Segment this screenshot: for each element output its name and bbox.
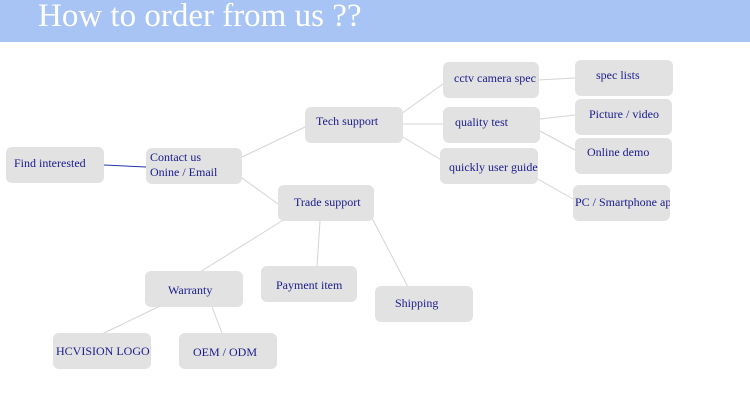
link-tech-guide	[400, 135, 444, 162]
link-trade-warranty	[199, 218, 286, 273]
page-title: How to order from us ??	[38, 0, 362, 34]
node-contact-us: Contact us Onine / Email	[146, 148, 242, 184]
link-tech-cctv	[400, 83, 444, 115]
node-hcvision-logo: HCVISION LOGO	[53, 333, 151, 369]
header-banner: How to order from us ??	[0, 0, 750, 42]
node-online-demo: Online demo	[575, 138, 672, 174]
link-warranty-logo	[101, 305, 161, 335]
link-guide-app	[535, 177, 574, 200]
node-trade-support: Trade support	[278, 185, 374, 221]
link-quality-demo	[539, 130, 576, 151]
node-spec-lists: spec lists	[575, 60, 673, 96]
link-cctv-spec	[537, 77, 576, 81]
node-warranty: Warranty	[145, 271, 243, 307]
node-cctv-camera-spec: cctv camera spec	[443, 62, 539, 98]
node-pc-smartphone-app: PC / Smartphone app	[573, 185, 670, 221]
link-trade-payment	[316, 220, 321, 268]
node-quality-test: quality test	[443, 107, 540, 143]
node-oem-odm: OEM / ODM	[179, 333, 277, 369]
node-picture-video: Picture / video	[575, 99, 672, 135]
link-quality-picture	[539, 114, 576, 120]
node-quickly-user-guide: quickly user guide	[440, 148, 538, 184]
node-payment-item: Payment item	[261, 266, 357, 302]
node-tech-support: Tech support	[305, 107, 403, 143]
link-find-contact	[103, 164, 147, 168]
link-contact-tech	[241, 126, 306, 158]
link-warranty-oem	[211, 306, 223, 334]
link-trade-shipping	[371, 217, 409, 288]
node-find-interested: Find interested	[6, 147, 104, 183]
node-shipping: Shipping	[375, 286, 473, 322]
link-contact-trade	[241, 177, 279, 205]
